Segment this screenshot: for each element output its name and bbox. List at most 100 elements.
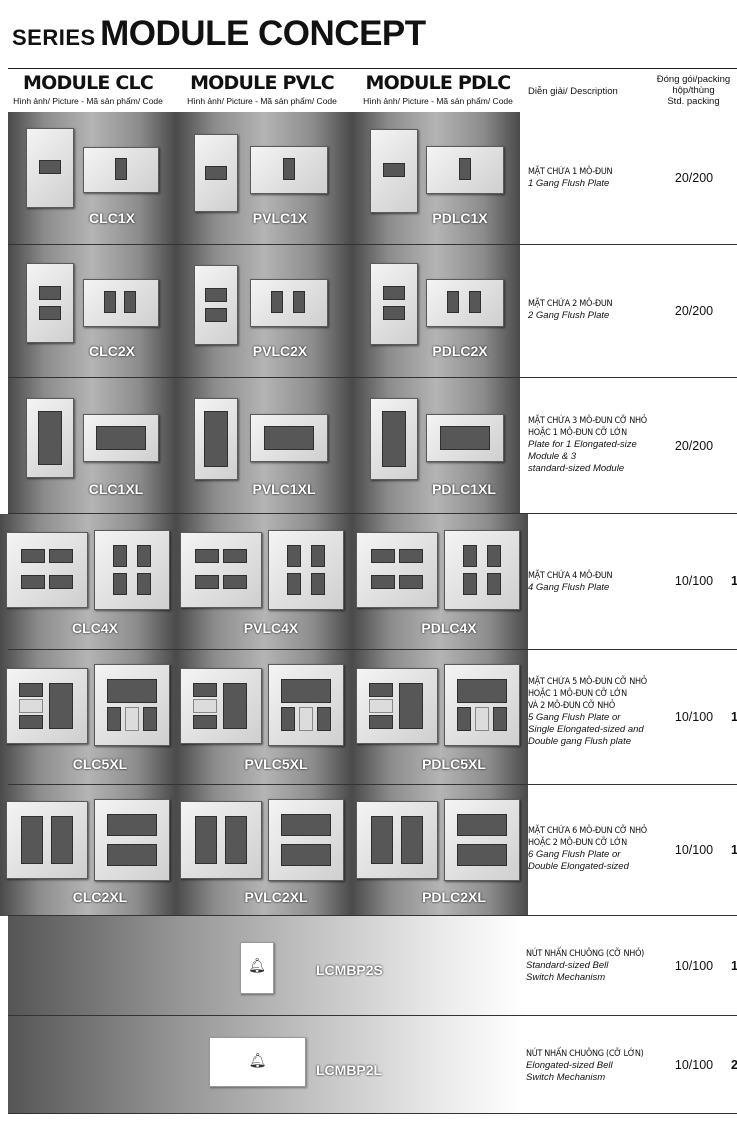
- module-slot: [457, 814, 507, 836]
- product-code: PDLC4X: [421, 620, 477, 636]
- plate-square: [180, 668, 262, 744]
- module-slot: [487, 545, 501, 567]
- module-slot: [293, 291, 305, 313]
- product-code: CLC5XL: [72, 756, 128, 772]
- plate-square: [94, 664, 170, 746]
- module-slot: [21, 816, 43, 864]
- module-slot: [369, 683, 393, 697]
- module-slot: [281, 814, 331, 836]
- desc-en: Module & 3: [528, 451, 577, 462]
- plate-square: [268, 530, 344, 610]
- module-slot: [399, 575, 423, 589]
- row-divider: [8, 784, 737, 785]
- desc-en: 5 Gang Flush Plate or: [528, 712, 621, 723]
- plate-square: [94, 530, 170, 610]
- row-divider: [8, 1015, 737, 1016]
- plate-square: [268, 664, 344, 746]
- module-slot: [271, 291, 283, 313]
- bell-switch-large: 🔔︎: [209, 1037, 306, 1087]
- module-slot: [107, 844, 157, 866]
- column-header-pdlc: MODULE PDLC Hình ảnh/ Picture - Mã sản p…: [358, 72, 518, 106]
- product-code: LCMBP2S: [316, 962, 383, 978]
- cut-off-value: 1: [731, 959, 737, 973]
- plate-vertical: [194, 398, 238, 480]
- desc-vn: VÀ 2 MÔ-ĐUN CỠ NHỎ: [528, 701, 615, 711]
- module-slot-light: [299, 707, 313, 731]
- module-slot-light: [125, 707, 139, 731]
- module-slot: [459, 158, 471, 180]
- plate-vertical: [26, 263, 74, 343]
- product-code: PVLC2X: [252, 343, 308, 359]
- module-slot: [113, 573, 127, 595]
- module-slot: [487, 573, 501, 595]
- module-slot: [401, 816, 423, 864]
- module-slot-light: [369, 699, 393, 713]
- packing-value: 20/200: [674, 171, 714, 185]
- plate-square: [6, 668, 88, 744]
- plate-vertical: [194, 134, 238, 212]
- module-slot: [195, 816, 217, 864]
- product-code: PVLC2XL: [244, 889, 308, 905]
- module-slot: [457, 844, 507, 866]
- description: MẶT CHỨA 3 MÔ-ĐUN CỠ NHỎ HOẶC 1 MÔ-ĐUN C…: [528, 415, 668, 475]
- column-sub: Hình ảnh/ Picture - Mã sản phẩm/ Code: [13, 96, 163, 106]
- desc-en: 1 Gang Flush Plate: [528, 178, 610, 189]
- column-name: MODULE PVLC: [190, 72, 335, 94]
- module-slot: [19, 715, 43, 729]
- title-small: SERIES: [12, 25, 96, 50]
- plate-horizontal: [83, 279, 159, 327]
- packing-value: 20/200: [674, 439, 714, 453]
- module-slot-light: [475, 707, 489, 731]
- packing-header: Đóng gói/packing hộp/thùng Std. packing: [646, 74, 737, 107]
- plate-horizontal: [426, 279, 504, 327]
- desc-en: standard-sized Module: [528, 463, 625, 474]
- module-slot: [383, 306, 405, 320]
- product-row: CLC5XL PVLC5XL PDLC5XL MẶT CHỨA 5 MÔ-ĐUN…: [0, 650, 737, 785]
- desc-vn: MẶT CHỨA 3 MÔ-ĐUN CỠ NHỎ: [528, 416, 647, 426]
- module-slot: [49, 683, 73, 729]
- module-slot: [104, 291, 116, 313]
- page-title: SERIES MODULE CONCEPT: [12, 14, 426, 54]
- product-row: CLC2XL PVLC2XL PDLC2XL MẶT CHỨA 6 MÔ-ĐUN…: [0, 785, 737, 916]
- product-code: PVLC5XL: [244, 756, 308, 772]
- header-divider: [8, 68, 737, 69]
- plate-horizontal: [426, 414, 504, 462]
- desc-en: Double gang Flush plate: [528, 736, 631, 747]
- plate-horizontal: [83, 414, 159, 462]
- module-slot-light: [193, 699, 217, 713]
- module-slot: [39, 286, 61, 300]
- plate-horizontal: [250, 146, 328, 194]
- row-divider: [8, 513, 737, 514]
- product-code: PVLC1X: [252, 210, 308, 226]
- desc-en: 4 Gang Flush Plate: [528, 582, 610, 593]
- bell-icon: 🔔︎: [248, 957, 266, 973]
- bell-icon: 🔔︎: [248, 1052, 267, 1068]
- desc-vn: MẶT CHỨA 4 MÔ-ĐUN: [528, 571, 613, 581]
- description: MẶT CHỨA 4 MÔ-ĐUN 4 Gang Flush Plate: [528, 570, 668, 594]
- product-code: PDLC1X: [432, 210, 488, 226]
- product-code: PDLC2X: [432, 343, 488, 359]
- product-row: CLC1X PVLC1X PDLC1X MẶT CHỨA 1 MÔ-ĐUN 1 …: [0, 112, 737, 245]
- product-code: CLC2XL: [72, 889, 128, 905]
- module-slot: [204, 411, 228, 467]
- module-slot: [281, 707, 295, 731]
- module-slot: [39, 160, 61, 174]
- plate-square: [94, 799, 170, 881]
- module-slot: [49, 549, 73, 563]
- module-slot: [39, 306, 61, 320]
- module-slot: [371, 816, 393, 864]
- desc-vn: MẶT CHỨA 5 MÔ-ĐUN CỠ NHỎ: [528, 677, 647, 687]
- module-slot: [49, 575, 73, 589]
- module-slot: [383, 286, 405, 300]
- packing-header-line: Std. packing: [667, 96, 720, 107]
- module-slot: [21, 549, 45, 563]
- module-slot: [469, 291, 481, 313]
- module-slot: [382, 411, 406, 467]
- product-row: CLC2X PVLC2X PDLC2X MẶT CHỨA 2 MÔ-ĐUN 2 …: [0, 245, 737, 378]
- module-slot: [19, 683, 43, 697]
- plate-horizontal: [83, 147, 159, 193]
- module-slot: [371, 549, 395, 563]
- module-slot: [193, 715, 217, 729]
- module-slot: [107, 679, 157, 703]
- module-slot: [205, 308, 227, 322]
